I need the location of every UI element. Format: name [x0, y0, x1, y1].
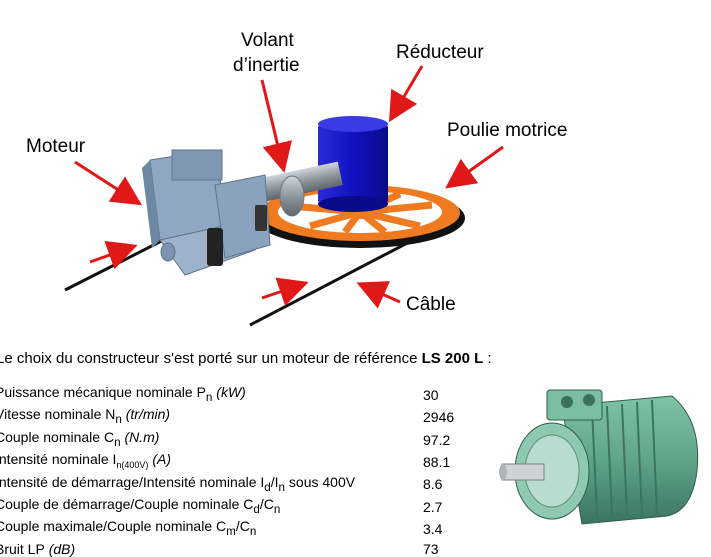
annotation-arrows: [74, 65, 504, 309]
label-cable: Câble: [406, 294, 456, 315]
table-row: Intensité nominale In(400V) (A) 88.1: [0, 451, 483, 473]
table-row: Couple maximale/Couple nominale Cm/Cn 3.…: [0, 518, 483, 540]
label-poulie-motrice: Poulie motrice: [447, 120, 568, 141]
table-row: Couple de démarrage/Couple nominale Cd/C…: [0, 496, 483, 518]
spec-value: 2.7: [423, 498, 443, 515]
intro-suffix: :: [483, 350, 492, 367]
motor-specs-table: Puissance mécanique nominale Pn (kW) 30 …: [0, 384, 483, 557]
spec-value: 73: [423, 540, 439, 557]
drive-system-illustration: [64, 65, 504, 327]
table-row: Vitesse nominale Nn (tr/min) 2946: [0, 406, 483, 428]
pulley: [255, 185, 465, 248]
label-volant-line2: d’inertie: [233, 55, 300, 76]
intro-sentence: Le choix du constructeur s'est porté sur…: [0, 350, 492, 367]
spec-value: 8.6: [423, 476, 443, 493]
table-row: Intensité de démarrage/Intensité nominal…: [0, 474, 483, 496]
spec-value: 97.2: [423, 431, 451, 448]
intro-text: Le choix du constructeur s'est porté sur…: [0, 350, 422, 367]
table-row: Couple nominale Cn (N.m) 97.2: [0, 429, 483, 451]
spec-value: 3.4: [423, 521, 443, 538]
spec-value: 30: [423, 386, 439, 403]
motor: [142, 149, 271, 276]
motor-reference: LS 200 L: [421, 350, 484, 367]
table-row: Bruit LP (dB) 73: [0, 541, 483, 557]
label-moteur: Moteur: [26, 136, 86, 157]
motor-photo: [499, 389, 699, 525]
label-volant-line1: Volant: [241, 30, 294, 51]
label-reducteur: Réducteur: [396, 42, 484, 63]
flywheel: [259, 161, 343, 217]
spec-value: 88.1: [423, 454, 451, 471]
table-row: Puissance mécanique nominale Pn (kW) 30: [0, 384, 483, 406]
spec-value: 2946: [423, 409, 455, 426]
